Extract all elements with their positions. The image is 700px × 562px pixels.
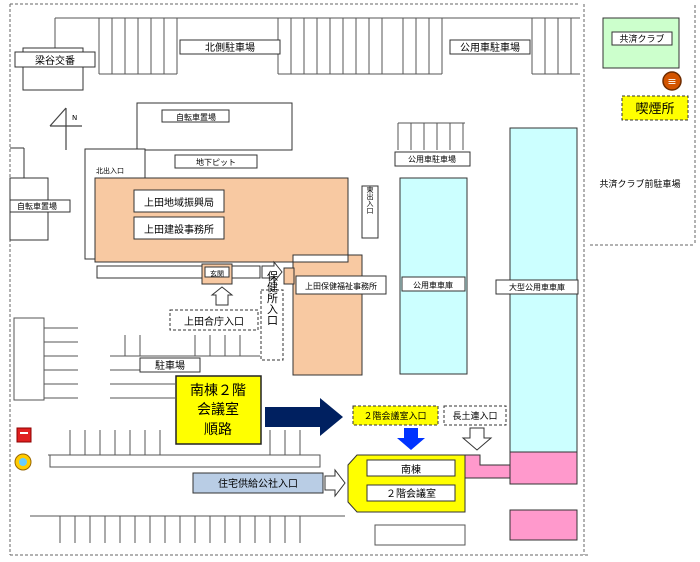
bicycle-left-label: 自転車置場 [17, 201, 57, 211]
middle-parking-stalls [110, 335, 260, 399]
route-line3: 順路 [204, 422, 232, 438]
bicycle-left-area: 自転車置場 [9, 147, 71, 241]
route-line2: 会議室 [197, 401, 239, 418]
arrow-right-white-icon [324, 468, 346, 498]
route-sign: 南棟２階 会議室 順路 [175, 375, 262, 445]
genkan-sign: 玄関 [201, 263, 233, 285]
bicycle-top-label: 自転車置場 [176, 112, 216, 122]
genkan-label: 玄関 [210, 269, 224, 278]
meeting-entrance-sign: ２階会議室入口 [352, 405, 439, 426]
meeting-room-sign: ２階会議室 [366, 484, 456, 502]
east-entrance-sign: 東出入口 [361, 185, 379, 239]
north-parking-label: 北側駐車場 [205, 41, 255, 54]
chief-entrance-sign: 長土連入口 [443, 405, 507, 426]
north-exit-label: 北出入口 [96, 166, 124, 175]
public-garage-label: 公用車車庫 [413, 280, 453, 290]
arrow-down-blue-icon [397, 428, 425, 450]
public-parking-mid-sign: 公用車駐車場 [394, 151, 471, 167]
public-garage-sign: 公用車車庫 [401, 276, 466, 292]
bus-stop-icon [14, 453, 32, 471]
hoken-office-label: 上田保健福祉事務所 [305, 281, 377, 291]
koban-label: 梁谷交番 [35, 54, 75, 67]
parking-sign: 駐車場 [139, 357, 201, 373]
hokenjo-small-box [283, 267, 295, 285]
route-line1: 南棟２階 [190, 383, 246, 399]
bicycle-top-sign: 自転車置場 [161, 109, 230, 123]
front-walkway [96, 265, 261, 279]
compass-north-icon [49, 107, 82, 150]
chief-entrance-label: 長土連入口 [452, 410, 497, 422]
smoking-sign-icon: ≡ [662, 71, 682, 91]
smoking-label: 喫煙所 [635, 102, 674, 117]
left-parking-stalls [13, 317, 78, 401]
chika-pit-label: 地下ピット [196, 157, 236, 167]
ueda-kensetsu-sign: 上田建設事務所 [133, 216, 225, 240]
jutaku-entrance-sign: 住宅供給公社入口 [192, 472, 324, 494]
kyosai-club-label: 共済クラブ [619, 33, 664, 45]
kyosai-club-building: 共済クラブ [602, 17, 680, 69]
kyosai-parking-label: 共済クラブ前駐車場 [599, 178, 680, 190]
ueda-godo-entrance-sign: 上田合庁入口 [169, 309, 259, 331]
site-boundary [9, 3, 696, 556]
pink-connector-bottom [509, 509, 578, 541]
mailbox-icon [16, 427, 32, 443]
compass-n-label: N [72, 114, 77, 122]
public-garage [399, 177, 468, 375]
jutaku-entrance-label: 住宅供給公社入口 [218, 477, 298, 490]
public-parking-mid-stalls [397, 122, 465, 150]
south-building-sign: 南棟 [366, 459, 456, 477]
meeting-entrance-label: ２階会議室入口 [363, 410, 426, 422]
svg-text:≡: ≡ [667, 75, 676, 88]
koban: 梁谷交番 [14, 47, 96, 91]
ueda-shinko-sign: 上田地域振興局 [133, 189, 225, 213]
large-public-garage-sign: 大型公用車車庫 [495, 279, 579, 295]
pink-walkway [464, 454, 511, 479]
meeting-room-label: ２階会議室 [386, 487, 436, 500]
top-parking-stalls [54, 17, 580, 75]
public-parking-top-label: 公用車駐車場 [460, 41, 520, 54]
large-public-garage-label: 大型公用車車庫 [509, 282, 565, 292]
hokenjo-entrance-sign: 保健所入口 [260, 269, 284, 361]
south-building-label: 南棟 [401, 463, 421, 476]
pink-connector-top [509, 451, 578, 485]
hoken-office-building [292, 254, 363, 376]
public-parking-top-sign: 公用車駐車場 [449, 39, 531, 55]
arrow-down-white-icon [461, 427, 493, 451]
ueda-godo-entrance-label: 上田合庁入口 [184, 315, 244, 328]
hokenjo-entrance-label: 保健所入口 [266, 269, 279, 325]
arrow-up-icon [210, 286, 234, 306]
east-entrance-label: 東出入口 [366, 185, 374, 214]
parking-label: 駐車場 [155, 359, 185, 372]
public-parking-mid-label: 公用車駐車場 [408, 154, 456, 164]
chika-pit-sign: 地下ピット [174, 154, 258, 169]
south-parking-stalls [30, 430, 466, 546]
route-arrow-icon [265, 398, 343, 436]
ueda-kensetsu-label: 上田建設事務所 [144, 223, 214, 236]
hoken-office-sign: 上田保健福祉事務所 [295, 275, 387, 295]
north-parking-sign: 北側駐車場 [179, 39, 281, 55]
smoking-area-sign: 喫煙所 [621, 95, 689, 121]
ueda-shinko-label: 上田地域振興局 [144, 196, 214, 209]
arrow-right-icon [261, 260, 283, 284]
